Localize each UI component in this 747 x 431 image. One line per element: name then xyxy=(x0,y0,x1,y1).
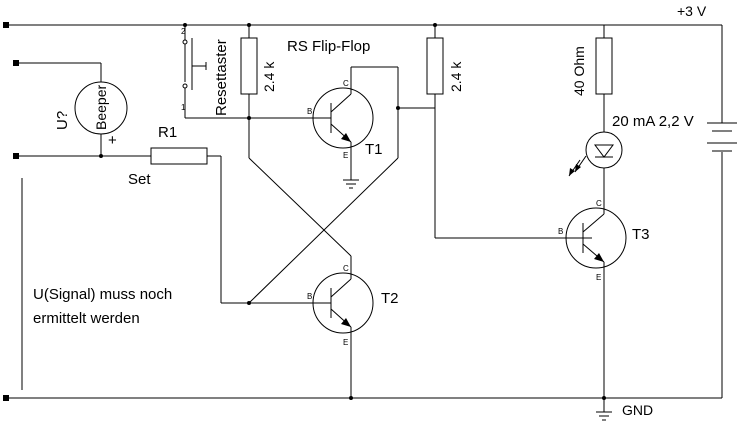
note-line-1: U(Signal) muss noch xyxy=(33,286,172,303)
beeper xyxy=(13,60,128,156)
ground-label: GND xyxy=(622,402,653,418)
t1-base-pin: B xyxy=(307,107,312,116)
resistor-r1-label: R1 xyxy=(158,124,177,141)
cross-coupling-wires xyxy=(248,108,399,304)
ground-symbol-t1 xyxy=(343,179,359,189)
t2-label: T2 xyxy=(381,290,399,307)
resistor-right xyxy=(396,25,592,239)
reset-switch-label: Resettaster xyxy=(213,39,230,116)
supply-label: +3 V xyxy=(677,3,707,19)
note-line-2: ermittelt werden xyxy=(33,310,140,327)
supply-rail xyxy=(3,22,723,123)
transistor-t2 xyxy=(221,256,374,398)
t3-base-pin: B xyxy=(558,227,563,236)
transistor-t3 xyxy=(565,207,627,398)
beeper-polarity: + xyxy=(108,132,117,149)
ground-rail xyxy=(3,152,723,401)
t1-label: T1 xyxy=(365,141,383,158)
beeper-name: U? xyxy=(54,111,71,130)
led-label: 20 mA 2,2 V xyxy=(612,113,694,130)
t3-collector-pin: C xyxy=(596,199,602,208)
t3-label: T3 xyxy=(632,226,650,243)
beeper-body-label: Beeper xyxy=(93,85,109,130)
reset-switch-pin-bottom: 1 xyxy=(181,103,186,112)
resistor-right-label: 2.4 k xyxy=(448,61,464,92)
resistor-led xyxy=(595,25,613,132)
t1-emitter-pin: E xyxy=(343,151,348,160)
battery-symbol xyxy=(707,122,737,152)
t1-collector-pin: C xyxy=(343,79,349,88)
set-label: Set xyxy=(128,171,151,188)
t2-emitter-pin: E xyxy=(343,338,348,347)
resistor-r1 xyxy=(13,147,222,303)
t3-emitter-pin: E xyxy=(596,273,601,282)
reset-switch xyxy=(182,25,249,119)
t2-collector-pin: C xyxy=(343,264,349,273)
resistor-led-label: 40 Ohm xyxy=(571,46,587,96)
title-label: RS Flip-Flop xyxy=(287,38,370,55)
resistor-left-label: 2.4 k xyxy=(261,61,277,92)
transistor-t1 xyxy=(249,66,399,180)
led-symbol xyxy=(568,131,623,210)
ground-symbol xyxy=(596,398,612,421)
resistor-left xyxy=(240,25,258,120)
t2-base-pin: B xyxy=(307,292,312,301)
reset-switch-pin-top: 2 xyxy=(181,27,186,36)
